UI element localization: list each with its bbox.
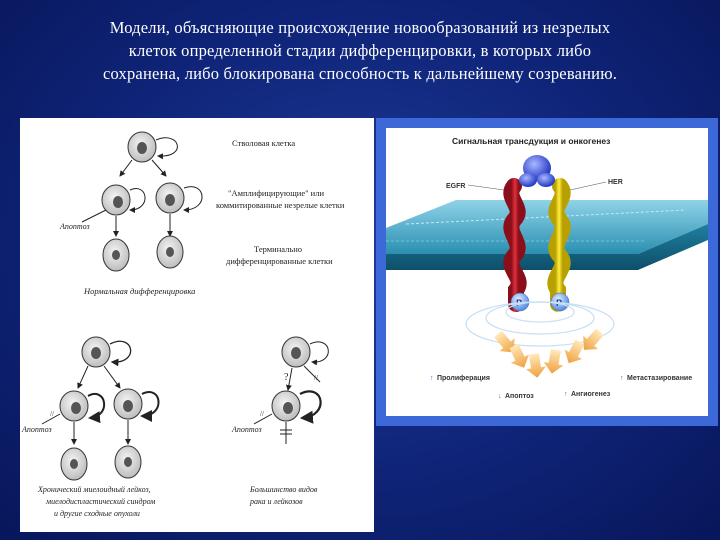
title-line-3: сохранена, либо блокирована способность … — [102, 64, 618, 83]
svg-text://: // — [50, 410, 54, 418]
svg-text://: // — [314, 374, 318, 382]
stem-cell — [281, 336, 311, 368]
stem-cell-label: Стволовая клетка — [232, 138, 295, 148]
svg-text:↓: ↓ — [498, 393, 502, 400]
amplifying-cells-label-2: коммитированные незрелые клетки — [216, 200, 345, 210]
title-line-2: клеток определенной стадии дифференциров… — [128, 41, 592, 60]
egfr-label: EGFR — [446, 183, 465, 190]
terminal-cell — [114, 445, 142, 479]
svg-text:Метастазирование: Метастазирование — [627, 375, 692, 382]
acute-caption-2: рака и лейкозов — [249, 497, 303, 506]
slide-title: Модели, объясняющие происхождение новооб… — [20, 16, 700, 85]
stem-cell — [127, 131, 157, 163]
question-mark: ? — [284, 372, 289, 383]
svg-text:↑: ↑ — [620, 375, 624, 382]
amplifying-cell — [101, 184, 131, 216]
outcome-apoptosis: ↓ Апоптоз — [498, 393, 534, 400]
acute-caption-1: Большинство видов — [249, 485, 318, 494]
amplifying-cell — [59, 390, 89, 422]
signal-arrows — [494, 328, 604, 378]
egfr-receptor — [503, 178, 527, 312]
signal-figure-title: Сигнальная трансдукция и онкогенез — [452, 136, 610, 146]
chronic-caption-1: Хронический миелоидный лейкоз, — [37, 485, 151, 494]
apoptosis-label: Апоптоз — [59, 222, 90, 231]
her-receptor — [547, 178, 571, 312]
svg-text:Пролиферация: Пролиферация — [437, 375, 490, 382]
svg-text:↑: ↑ — [430, 375, 434, 382]
signal-transduction-figure: Сигнальная трансдукция и онкогенез — [386, 128, 708, 416]
svg-text:Ангиогенез: Ангиогенез — [571, 391, 611, 398]
amplifying-cells-label-1: "Амплифицирующие" или — [228, 188, 324, 198]
signal-transduction-figure-frame: Сигнальная трансдукция и онкогенез — [376, 118, 718, 426]
title-line-1: Модели, объясняющие происхождение новооб… — [109, 18, 611, 37]
normal-differentiation-caption: Нормальная дифференцировка — [83, 286, 195, 296]
chronic-leukemia-scheme: // Апоптоз Хронический миелоидный лейкоз… — [21, 336, 160, 518]
normal-differentiation-scheme: Апоптоз Стволовая клетка "Амплифицирующи… — [59, 131, 345, 296]
terminal-cells-label-1: Терминально — [254, 244, 302, 254]
her-label: HER — [608, 179, 623, 186]
terminal-cell — [156, 235, 184, 269]
outcome-angiogenesis: ↑ Ангиогенез — [564, 391, 611, 398]
cell-membrane — [386, 200, 708, 270]
amplifying-cell — [155, 182, 185, 214]
terminal-cell — [102, 238, 130, 272]
amplifying-cell — [113, 388, 143, 420]
terminal-cell — [60, 447, 88, 481]
acute-tumor-scheme: ? // // Апоптоз Большинство видов рака и… — [231, 336, 329, 506]
differentiation-models-figure: Апоптоз Стволовая клетка "Амплифицирующи… — [20, 118, 374, 532]
svg-text:↑: ↑ — [564, 391, 568, 398]
apoptosis-label: Апоптоз — [21, 425, 52, 434]
outcome-proliferation: ↑ Пролиферация — [430, 375, 490, 382]
chronic-caption-2: миелодиспластический синдром — [45, 497, 155, 506]
amplifying-cell — [271, 390, 301, 422]
svg-text://: // — [260, 410, 264, 418]
apoptosis-label: Апоптоз — [231, 425, 262, 434]
chronic-caption-3: и другие сходные опухоли — [54, 509, 140, 518]
svg-text:Апоптоз: Апоптоз — [505, 393, 534, 400]
terminal-cells-label-2: дифференцированные клетки — [226, 256, 333, 266]
ligand-molecule — [519, 155, 555, 187]
stem-cell — [81, 336, 111, 368]
outcome-metastasis: ↑ Метастазирование — [620, 375, 692, 382]
